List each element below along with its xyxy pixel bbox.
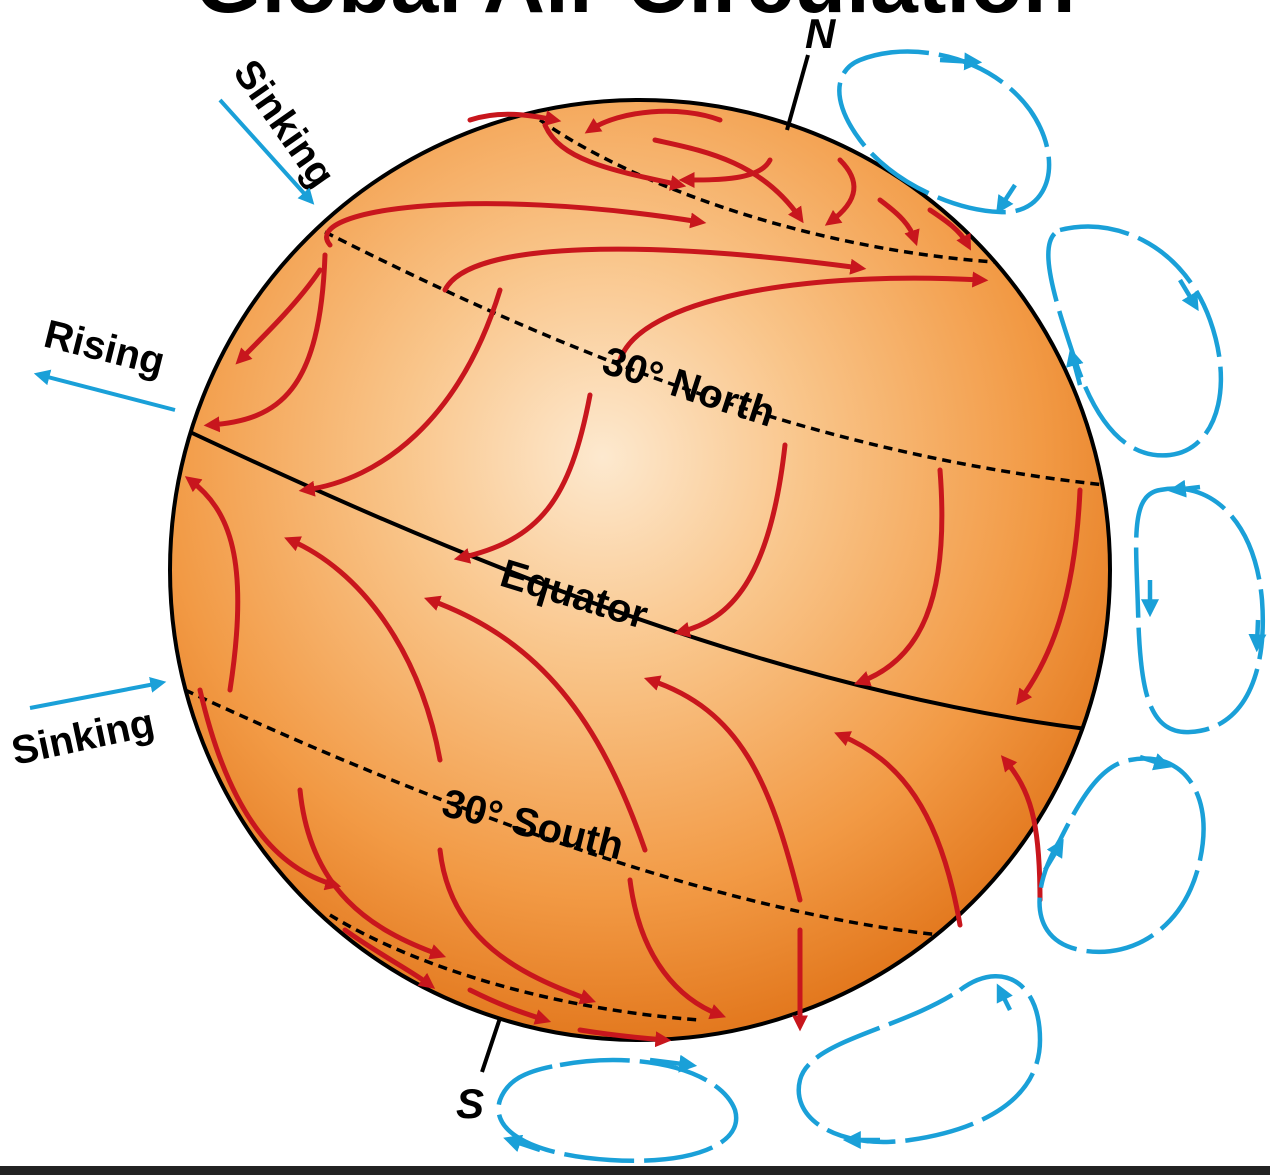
antarctic-circle-line: [329, 913, 701, 1022]
wind-arrow: [184, 476, 241, 693]
arctic-circle-line: [538, 118, 996, 264]
circulation-cell-ferrel-south: [796, 973, 1043, 1145]
wind-arrow: [584, 108, 723, 134]
wind-arrow: [1000, 755, 1043, 903]
sinking-bottom-label: Sinking: [8, 701, 158, 774]
wind-arrow: [324, 201, 707, 248]
latitude-lines: [184, 118, 1106, 1022]
cell-arrow: [1066, 348, 1084, 386]
circulation-cell-hadley-south: [1037, 756, 1206, 955]
cell-arrow: [996, 983, 1013, 1012]
rising-label: Rising: [40, 312, 169, 384]
rising-arrow: [33, 369, 176, 412]
equator-line: [189, 430, 1096, 732]
cell-arrow: [1167, 479, 1201, 498]
surface-wind-arrows: [184, 108, 1083, 1048]
wind-arrow: [297, 787, 447, 960]
sinking-bottom-arrow: [29, 676, 167, 710]
wind-arrow: [643, 675, 803, 903]
cell-arrow: [939, 52, 983, 71]
wind-arrow: [197, 687, 342, 891]
wind-arrow: [673, 442, 788, 638]
cell-arrow: [649, 1054, 698, 1073]
cell-arrow: [1139, 753, 1172, 771]
wind-arrow: [442, 246, 867, 293]
circulation-cell-ferrel-north: [1046, 224, 1224, 458]
wind-arrow: [678, 157, 773, 188]
cell-arrow: [1043, 838, 1064, 872]
circulation-cell-hadley-north: [1133, 486, 1266, 735]
wind-arrow: [342, 927, 436, 989]
wind-arrow: [235, 267, 323, 365]
cell-arrow: [996, 183, 1017, 215]
wind-arrow: [824, 157, 857, 226]
north-axis-line: [785, 54, 810, 131]
sinking-top-arrow: [218, 98, 315, 205]
wind-arrow: [927, 207, 972, 251]
south-axis-line: [480, 1017, 502, 1073]
wind-arrow: [437, 847, 597, 1005]
cell-arrow: [1178, 278, 1199, 312]
north-pole-label: N: [805, 10, 837, 57]
wind-arrow: [423, 595, 648, 853]
lat-30-north-line: [324, 230, 1106, 487]
wind-arrow: [467, 987, 552, 1025]
cell-arrow: [1248, 619, 1267, 653]
wind-arrow: [627, 877, 726, 1020]
wind-arrow: [1016, 487, 1083, 706]
wind-arrow: [617, 271, 989, 363]
south-pole-label: S: [456, 1080, 484, 1127]
circulation-cells: [496, 49, 1267, 1163]
wind-arrow: [853, 467, 945, 687]
wind-arrow: [542, 122, 687, 191]
cell-arrow: [503, 1134, 541, 1153]
wind-arrow: [453, 392, 593, 564]
globe: [168, 98, 1112, 1042]
wind-arrow: [467, 110, 562, 126]
wind-arrow: [298, 287, 503, 497]
wind-arrow: [284, 536, 443, 763]
wind-arrow: [577, 1027, 672, 1048]
wind-arrow: [834, 731, 963, 928]
bottom-border: [0, 1166, 1270, 1175]
wind-arrow: [203, 252, 328, 433]
diagram-title: Global Air Circulation: [195, 0, 1076, 31]
circulation-cell-polar-south: [496, 1057, 739, 1163]
lat-30-south-line: [184, 688, 941, 937]
wind-arrow: [652, 137, 804, 224]
wind-arrow: [877, 197, 920, 247]
